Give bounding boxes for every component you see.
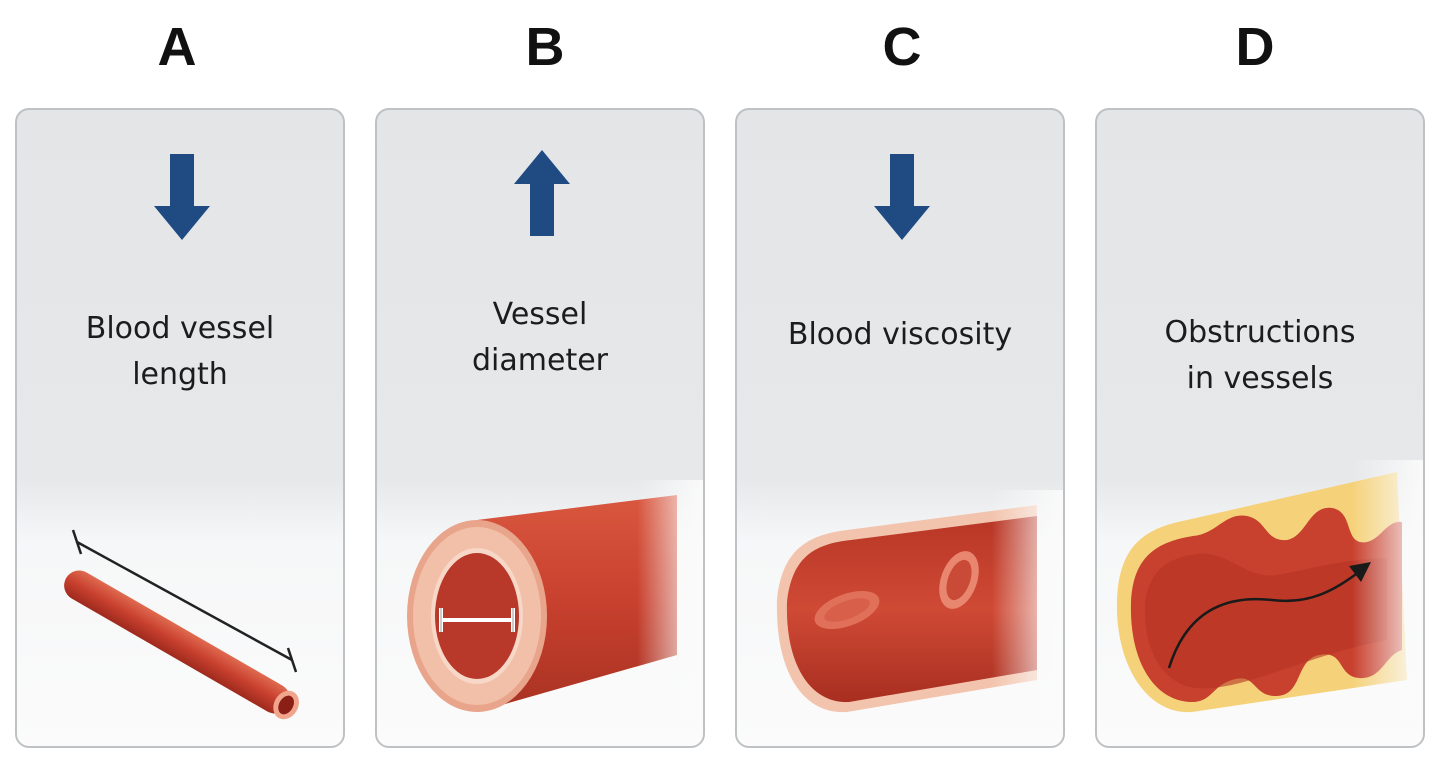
panel-c-label: Blood viscosity <box>737 312 1063 358</box>
straight-vessel-illustration <box>64 529 299 720</box>
panel-b-label: Vessel diameter <box>377 292 703 384</box>
panel-a-label: Blood vessel length <box>17 306 343 398</box>
panel-a-label-line1: Blood vessel <box>85 311 275 346</box>
panel-blood-vessel-length: Blood vessel length <box>15 108 345 748</box>
panel-b-label-line2: diameter <box>472 343 608 378</box>
panel-c-label-line1: Blood viscosity <box>787 317 1013 352</box>
panel-d-label: Obstructions in vessels <box>1097 310 1423 402</box>
panel-vessel-diameter: Vessel diameter <box>375 108 705 748</box>
open-vessel-illustration <box>776 490 1063 720</box>
panel-d-letter: D <box>1235 17 1275 77</box>
panel-obstructions-in-vessels: Obstructions in vessels <box>1095 108 1425 748</box>
panel-b-label-line1: Vessel <box>492 297 588 332</box>
panel-blood-viscosity: Blood viscosity <box>735 108 1065 748</box>
panel-a-letter: A <box>157 17 197 77</box>
vessel-cross-section-illustration <box>407 480 703 720</box>
up-arrow-icon <box>514 150 570 236</box>
obstructed-vessel-illustration <box>1116 460 1423 720</box>
down-arrow-icon <box>874 154 930 240</box>
panel-a-label-line2: length <box>132 357 228 392</box>
panel-b-letter: B <box>525 17 565 77</box>
panel-c-letter: C <box>882 17 922 77</box>
panel-d-label-line2: in vessels <box>1186 361 1334 396</box>
panel-d-label-line1: Obstructions <box>1164 315 1356 350</box>
down-arrow-icon <box>154 154 210 240</box>
